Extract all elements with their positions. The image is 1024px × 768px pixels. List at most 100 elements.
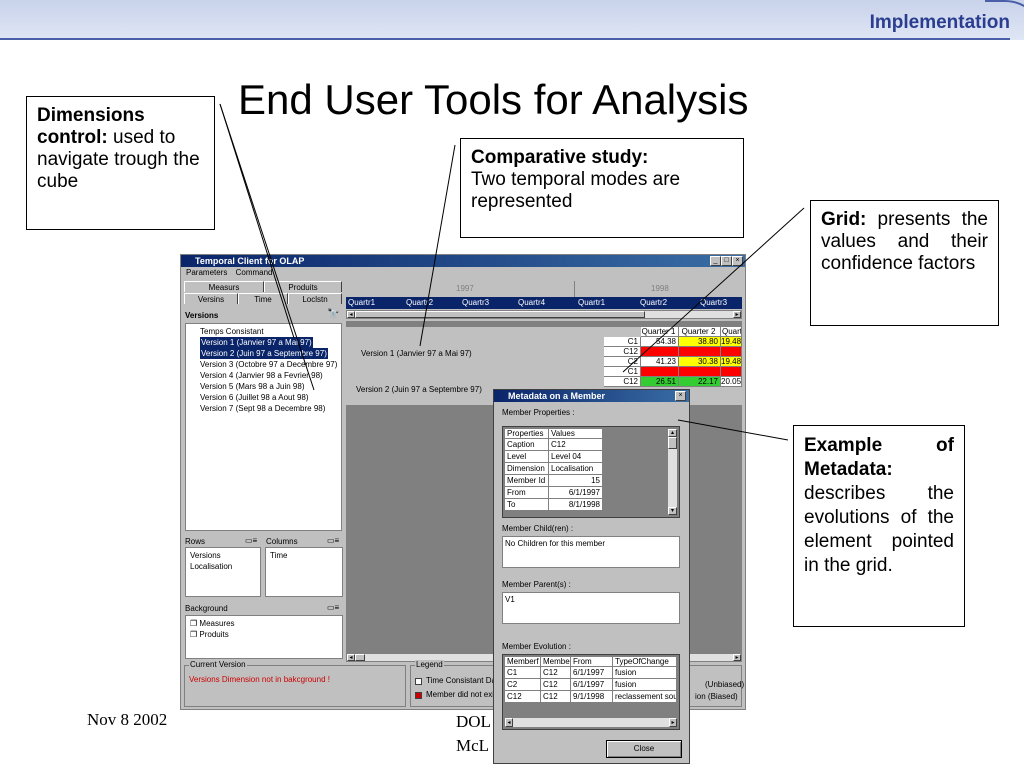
grid-cell[interactable] bbox=[679, 347, 721, 357]
scroll-thumb[interactable] bbox=[355, 311, 645, 318]
grid-col-header: Quarter 1 bbox=[641, 327, 679, 337]
callout-grid-text: presents the values and their confidence… bbox=[821, 209, 988, 274]
versions-list: Temps Consistant Version 1 (Janvier 97 a… bbox=[185, 323, 342, 531]
grid-code: C2 bbox=[604, 357, 641, 367]
close-window-button[interactable]: × bbox=[732, 256, 743, 266]
app-title-bar: Temporal Client for OLAP bbox=[181, 255, 745, 267]
tab-measurs[interactable]: Measurs bbox=[184, 281, 264, 292]
grid-cell[interactable]: 22.17 bbox=[679, 377, 721, 387]
scroll-left-icon[interactable]: ◂ bbox=[505, 718, 513, 727]
columns-config-icon[interactable]: ▭≡ bbox=[327, 536, 340, 545]
grid-cell[interactable]: 20.05 bbox=[721, 377, 742, 387]
close-button[interactable]: Close bbox=[606, 740, 682, 758]
legend-swatch-red bbox=[415, 692, 422, 699]
grid-cell[interactable]: 38.80 bbox=[679, 337, 721, 347]
list-item[interactable]: Version 7 (Sept 98 a Decembre 98) bbox=[200, 404, 326, 413]
menu-bar: Parameters Command bbox=[186, 268, 279, 277]
evo-header: From bbox=[571, 657, 613, 667]
scroll-down-icon[interactable]: ▾ bbox=[668, 507, 677, 515]
grid-cell[interactable]: 19.48 bbox=[721, 337, 742, 347]
list-item[interactable]: Temps Consistant bbox=[200, 327, 264, 336]
prop-value: 8/1/1998 bbox=[549, 499, 603, 511]
list-item[interactable]: ❐ Measures bbox=[190, 619, 235, 628]
grid-cell[interactable]: 30.38 bbox=[679, 357, 721, 367]
props-scrollbar[interactable]: ▴ ▾ bbox=[668, 429, 677, 515]
tab-produits[interactable]: Produits bbox=[264, 281, 342, 292]
list-item[interactable]: ❐ Produits bbox=[190, 630, 229, 639]
quarter-header-cell: Quartr3 bbox=[700, 298, 728, 307]
evo-cell: reclassement sou bbox=[613, 691, 677, 703]
grid-cell[interactable] bbox=[641, 367, 679, 377]
list-item[interactable]: Version 3 (Octobre 97 a Decembre 97) bbox=[200, 360, 338, 369]
prop-name: To bbox=[505, 499, 549, 511]
evo-scrollbar[interactable]: ◂ ▸ bbox=[505, 718, 677, 727]
year-1998: 1998 bbox=[651, 284, 669, 293]
list-item[interactable]: Time bbox=[270, 551, 288, 560]
scroll-right-icon[interactable]: ▸ bbox=[733, 311, 741, 318]
rows-config-icon[interactable]: ▭≡ bbox=[245, 536, 258, 545]
evo-cell: C1 bbox=[505, 667, 541, 679]
menu-parameters[interactable]: Parameters bbox=[186, 268, 228, 277]
background-list: ❐ Measures ❐ Produits bbox=[185, 615, 343, 659]
grid-cell[interactable]: 26.51 bbox=[641, 377, 679, 387]
grid-cell[interactable] bbox=[641, 347, 679, 357]
cube-icon: ❐ bbox=[190, 630, 200, 639]
grid-row-label-v2: Version 2 (Juin 97 a Septembre 97) bbox=[356, 385, 482, 394]
tab-versins[interactable]: Versins bbox=[184, 293, 238, 304]
quarter-header-cell: Quartr4 bbox=[518, 298, 546, 307]
member-parents-label: Member Parent(s) : bbox=[502, 580, 571, 589]
footer-author: DOL McL bbox=[456, 710, 491, 758]
callout-metadata: Example of Metadata: describes the evolu… bbox=[793, 425, 965, 627]
scroll-thumb[interactable] bbox=[355, 654, 365, 661]
list-item[interactable]: Version 2 (Juin 97 a Septembre 97) bbox=[200, 348, 328, 359]
prop-name: Level bbox=[505, 451, 549, 463]
list-item[interactable]: Version 4 (Janvier 98 a Fevrier 98) bbox=[200, 371, 323, 380]
list-item[interactable]: Localisation bbox=[190, 562, 233, 571]
callout-comparative-title: Comparative study: bbox=[471, 147, 649, 168]
quarter-header-cell: Quartr1 bbox=[578, 298, 606, 307]
footer-date: Nov 8 2002 bbox=[87, 710, 168, 729]
columns-list: Time bbox=[265, 547, 343, 597]
parents-text: V1 bbox=[505, 595, 515, 604]
evo-cell: C12 bbox=[505, 691, 541, 703]
grid-cell[interactable]: 19.48 bbox=[721, 357, 742, 367]
member-evolution-label: Member Evolution : bbox=[502, 642, 571, 651]
list-item[interactable]: Versions bbox=[190, 551, 221, 560]
scroll-up-icon[interactable]: ▴ bbox=[668, 429, 677, 437]
minimize-button[interactable]: _ bbox=[710, 256, 721, 266]
list-item[interactable]: Version 1 (Janvier 97 a Mai 97) bbox=[200, 337, 313, 348]
evo-cell: C12 bbox=[541, 691, 571, 703]
evo-cell: 6/1/1997 bbox=[571, 679, 613, 691]
list-item[interactable]: Version 5 (Mars 98 a Juin 98) bbox=[200, 382, 305, 391]
scroll-right-icon[interactable]: ▸ bbox=[733, 654, 741, 661]
scroll-thumb[interactable] bbox=[668, 437, 677, 449]
quarter-header-cell: Quartr3 bbox=[462, 298, 490, 307]
versions-label: Versions bbox=[185, 311, 219, 320]
footer-author-line-1: DOL bbox=[456, 712, 491, 731]
grid-cell[interactable]: 54.38 bbox=[641, 337, 679, 347]
binoculars-icon[interactable]: 🔭 bbox=[327, 309, 340, 320]
grid-cell[interactable] bbox=[721, 347, 742, 357]
evo-cell: fusion bbox=[613, 667, 677, 679]
prop-name: Member Id bbox=[505, 475, 549, 487]
background-config-icon[interactable]: ▭≡ bbox=[327, 603, 340, 612]
maximize-button[interactable]: □ bbox=[721, 256, 732, 266]
top-scrollbar[interactable]: ◂ ▸ bbox=[346, 310, 742, 319]
grid-col-header: Quarter 2 bbox=[679, 327, 721, 337]
callout-dimensions-title: Dimensions control: bbox=[37, 105, 145, 148]
evo-cell: 9/1/1998 bbox=[571, 691, 613, 703]
tab-loclstn[interactable]: Loclstn bbox=[288, 293, 342, 304]
footer-author-line-2: McL bbox=[456, 736, 490, 755]
menu-command[interactable]: Command bbox=[235, 268, 273, 277]
grid-cell[interactable] bbox=[721, 367, 742, 377]
callout-metadata-text: describes the evolutions of the element … bbox=[804, 483, 954, 576]
list-item[interactable]: Version 6 (Juillet 98 a Aout 98) bbox=[200, 393, 309, 402]
scroll-left-icon[interactable]: ◂ bbox=[347, 311, 355, 318]
tab-time[interactable]: Time bbox=[238, 293, 288, 304]
dialog-close-icon[interactable]: × bbox=[675, 391, 686, 401]
scroll-left-icon[interactable]: ◂ bbox=[347, 654, 355, 661]
grid-cell[interactable] bbox=[679, 367, 721, 377]
grid-code: C1 bbox=[604, 337, 641, 347]
scroll-right-icon[interactable]: ▸ bbox=[669, 718, 677, 727]
grid-cell[interactable]: 41.23 bbox=[641, 357, 679, 367]
